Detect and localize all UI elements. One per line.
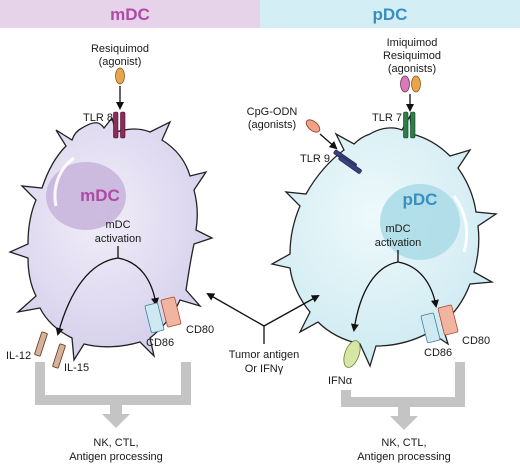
pdc-header-title: pDC	[373, 5, 408, 24]
pdc-cell-label: pDC	[403, 190, 438, 209]
mdc-activation-line2: activation	[95, 233, 141, 245]
cpg-agonist-name: CpG-ODN	[247, 106, 298, 118]
mdc-agonist-name: Resiquimod	[91, 43, 149, 55]
pdc-cd80-label: CD80	[462, 335, 490, 347]
resiquimod-molecule	[411, 75, 421, 93]
ifn-alpha-label: IFNα	[328, 375, 353, 387]
pdc-outcome-arrow	[390, 407, 418, 430]
mdc-cd86-marker	[144, 302, 165, 334]
il12-label: IL-12	[6, 350, 31, 362]
center-stimulus-line2: Or IFNγ	[245, 363, 284, 375]
pdc-arrow-to-ifn	[350, 261, 399, 332]
mdc-arrow-to-cytokines	[55, 257, 119, 336]
il12-molecule	[34, 331, 48, 357]
tlr7-label: TLR 7	[372, 112, 402, 124]
imiquimod-molecule	[400, 75, 410, 93]
ifn-alpha-molecule	[343, 340, 361, 368]
mdc-receptor-label: TLR 8	[83, 112, 113, 124]
mdc-nucleus	[46, 162, 126, 230]
pdc-cell-body	[270, 113, 498, 368]
mdc-cd86-label: CD86	[146, 337, 174, 349]
pdc-agonist-name1: Imiquimod	[387, 37, 438, 49]
pdc-cd80-marker	[437, 304, 459, 336]
tlr9-receptor-right	[338, 155, 362, 174]
tlr8-receptor-right	[120, 111, 126, 139]
pdc-outcome-line1: NK, CTL,	[381, 437, 426, 449]
il15-molecule	[52, 343, 66, 369]
pdc-outcome-line2: Antigen processing	[357, 451, 451, 463]
il15-label: IL-15	[64, 362, 89, 374]
pdc-activation-line2: activation	[375, 237, 421, 249]
pdc-activation-line1: mDC	[385, 223, 410, 235]
pdc-nucleus	[380, 184, 460, 260]
mdc-activation-line1: mDC	[105, 219, 130, 231]
cpg-molecule	[305, 119, 321, 133]
mdc-highlight	[53, 156, 75, 207]
mdc-arrow-to-markers	[117, 257, 159, 306]
cpg-agonist-type: (agonists)	[248, 119, 296, 131]
pdc-outcome-bracket	[341, 362, 465, 407]
pdc-agonist-name2: Resiquimod	[383, 50, 441, 62]
center-arrow-to-mdc	[206, 293, 265, 327]
mdc-cell-label: mDC	[80, 186, 120, 205]
pdc-cd86-marker	[420, 312, 441, 344]
mdc-agonist-type: (agonist)	[99, 56, 142, 68]
pdc-cd86-label: CD86	[424, 347, 452, 359]
pdc-header-band	[260, 0, 520, 28]
mdc-cd80-label: CD80	[186, 324, 214, 336]
center-stimulus-line1: Tumor antigen	[229, 349, 300, 361]
pdc-highlight	[452, 195, 469, 253]
pdc-agonist-type: (agonists)	[388, 63, 436, 75]
cpg-arrow	[319, 133, 338, 150]
mdc-header-band	[0, 0, 260, 28]
tlr7-receptor-left	[403, 111, 409, 139]
mdc-cd80-marker	[160, 296, 182, 328]
mdc-header-title: mDC	[110, 5, 150, 24]
tlr9-label: TLR 9	[300, 153, 330, 165]
center-arrow-to-pdc	[263, 295, 320, 327]
mdc-outcome-line1: NK, CTL,	[93, 437, 138, 449]
mdc-outcome-bracket	[35, 362, 191, 405]
pdc-arrow-to-markers	[397, 261, 439, 308]
mdc-outcome-arrow	[102, 405, 130, 428]
mdc-outcome-line2: Antigen processing	[69, 451, 163, 463]
tlr7-receptor-right	[410, 111, 416, 139]
tlr8-receptor-left	[113, 111, 119, 139]
mdc-agonist-molecule	[115, 67, 125, 85]
